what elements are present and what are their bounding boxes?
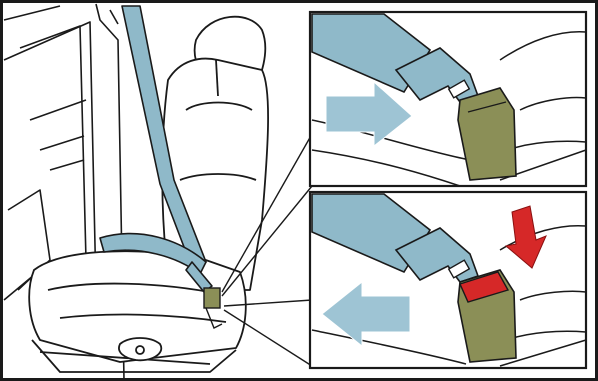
top-buckle: [458, 88, 516, 180]
top-inset: [310, 12, 586, 186]
bottom-inset: [310, 192, 586, 368]
